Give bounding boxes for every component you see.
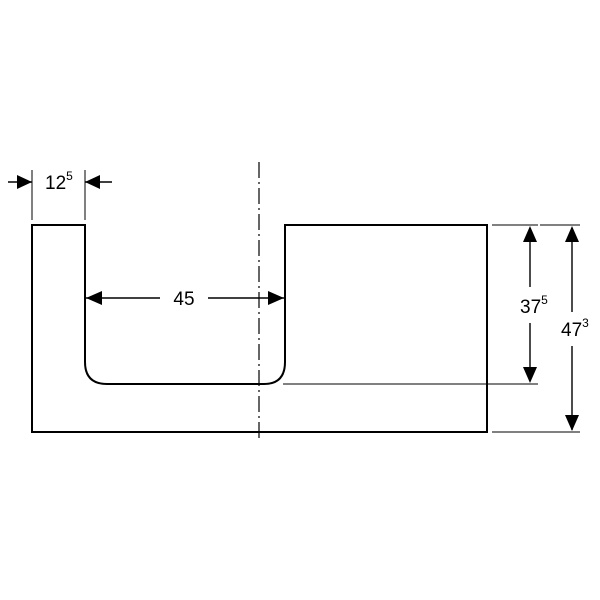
- dimension-inner-width: 45: [86, 289, 284, 310]
- profile-outline: [31, 224, 488, 433]
- arrow-left-icon: [86, 291, 102, 305]
- dimension-total-height: 473: [492, 224, 589, 433]
- dimension-inner-height: 375: [283, 224, 548, 385]
- arrow-right-icon: [17, 175, 32, 189]
- arrow-left-icon: [85, 175, 100, 189]
- inner-width-value: 45: [173, 289, 194, 310]
- arrow-down-icon: [565, 415, 579, 431]
- total-height-value: 473: [561, 316, 589, 341]
- arrow-up-icon: [565, 226, 579, 242]
- arrow-up-icon: [523, 226, 537, 242]
- arrow-down-icon: [523, 367, 537, 383]
- dimension-flange-width: 125: [8, 169, 112, 220]
- inner-height-value: 375: [520, 293, 548, 318]
- arrow-right-icon: [268, 291, 284, 305]
- flange-width-value: 125: [45, 169, 73, 194]
